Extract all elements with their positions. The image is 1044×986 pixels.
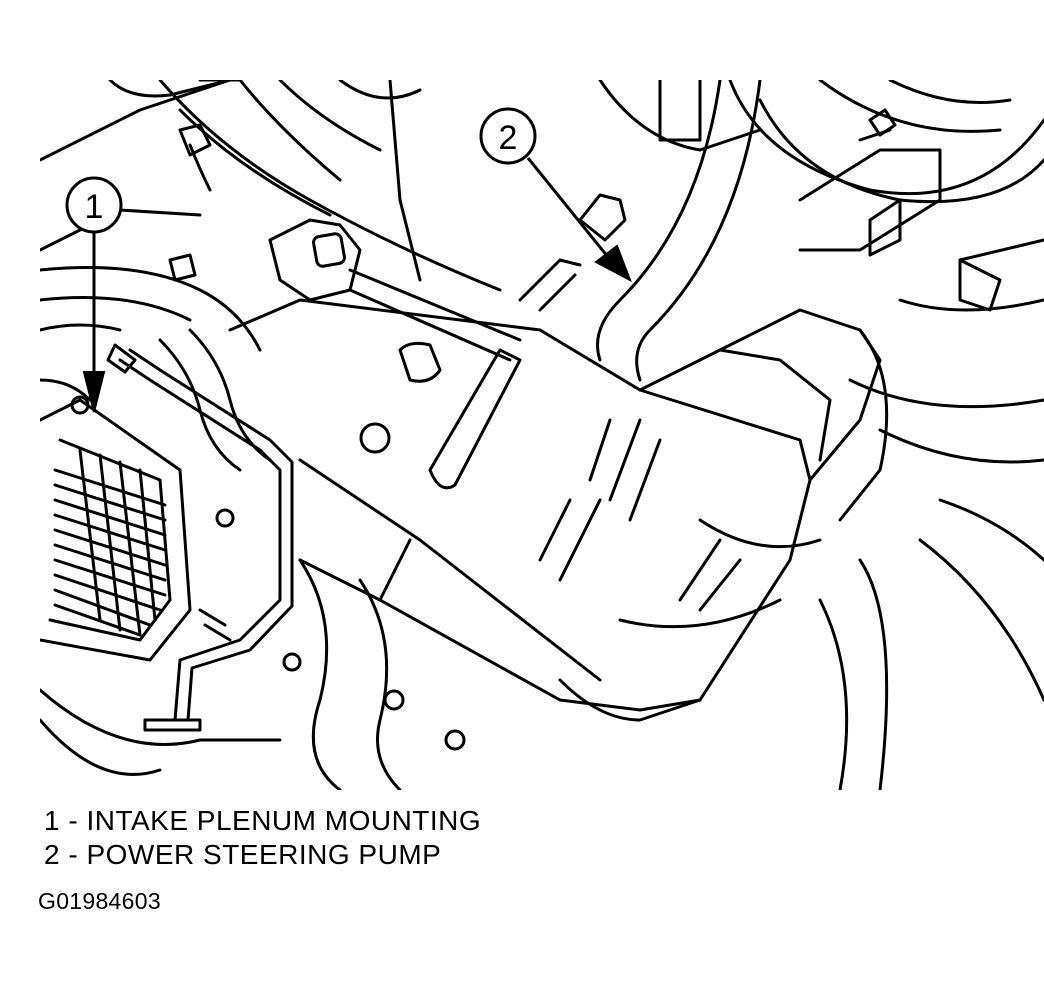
power-steering-pump — [228, 298, 889, 751]
upper-right-fitting — [798, 108, 1002, 312]
metal-tube — [106, 343, 294, 732]
ribbed-fins — [53, 448, 167, 637]
callout-2-number: 2 — [499, 119, 518, 157]
intake-plenum-block — [40, 395, 302, 672]
legend: 1 - INTAKE PLENUM MOUNTING 2 - POWER STE… — [44, 804, 481, 872]
callout-2-arrowhead — [594, 244, 632, 283]
callout-1-arrowhead — [82, 371, 106, 413]
hose-lines — [40, 80, 762, 472]
callout-1-number: 1 — [85, 188, 104, 226]
figure-id: G01984603 — [38, 888, 161, 914]
engine-diagram: 1 2 — [40, 80, 1044, 790]
legend-item-2: 2 - POWER STEERING PUMP — [44, 839, 442, 870]
fasteners — [168, 123, 212, 282]
engine-background-outlines — [40, 80, 1044, 790]
legend-item-1: 1 - INTAKE PLENUM MOUNTING — [44, 805, 482, 836]
callout-2: 2 — [479, 107, 632, 283]
callout-1: 1 — [65, 176, 123, 413]
pump-bracket — [268, 193, 627, 490]
